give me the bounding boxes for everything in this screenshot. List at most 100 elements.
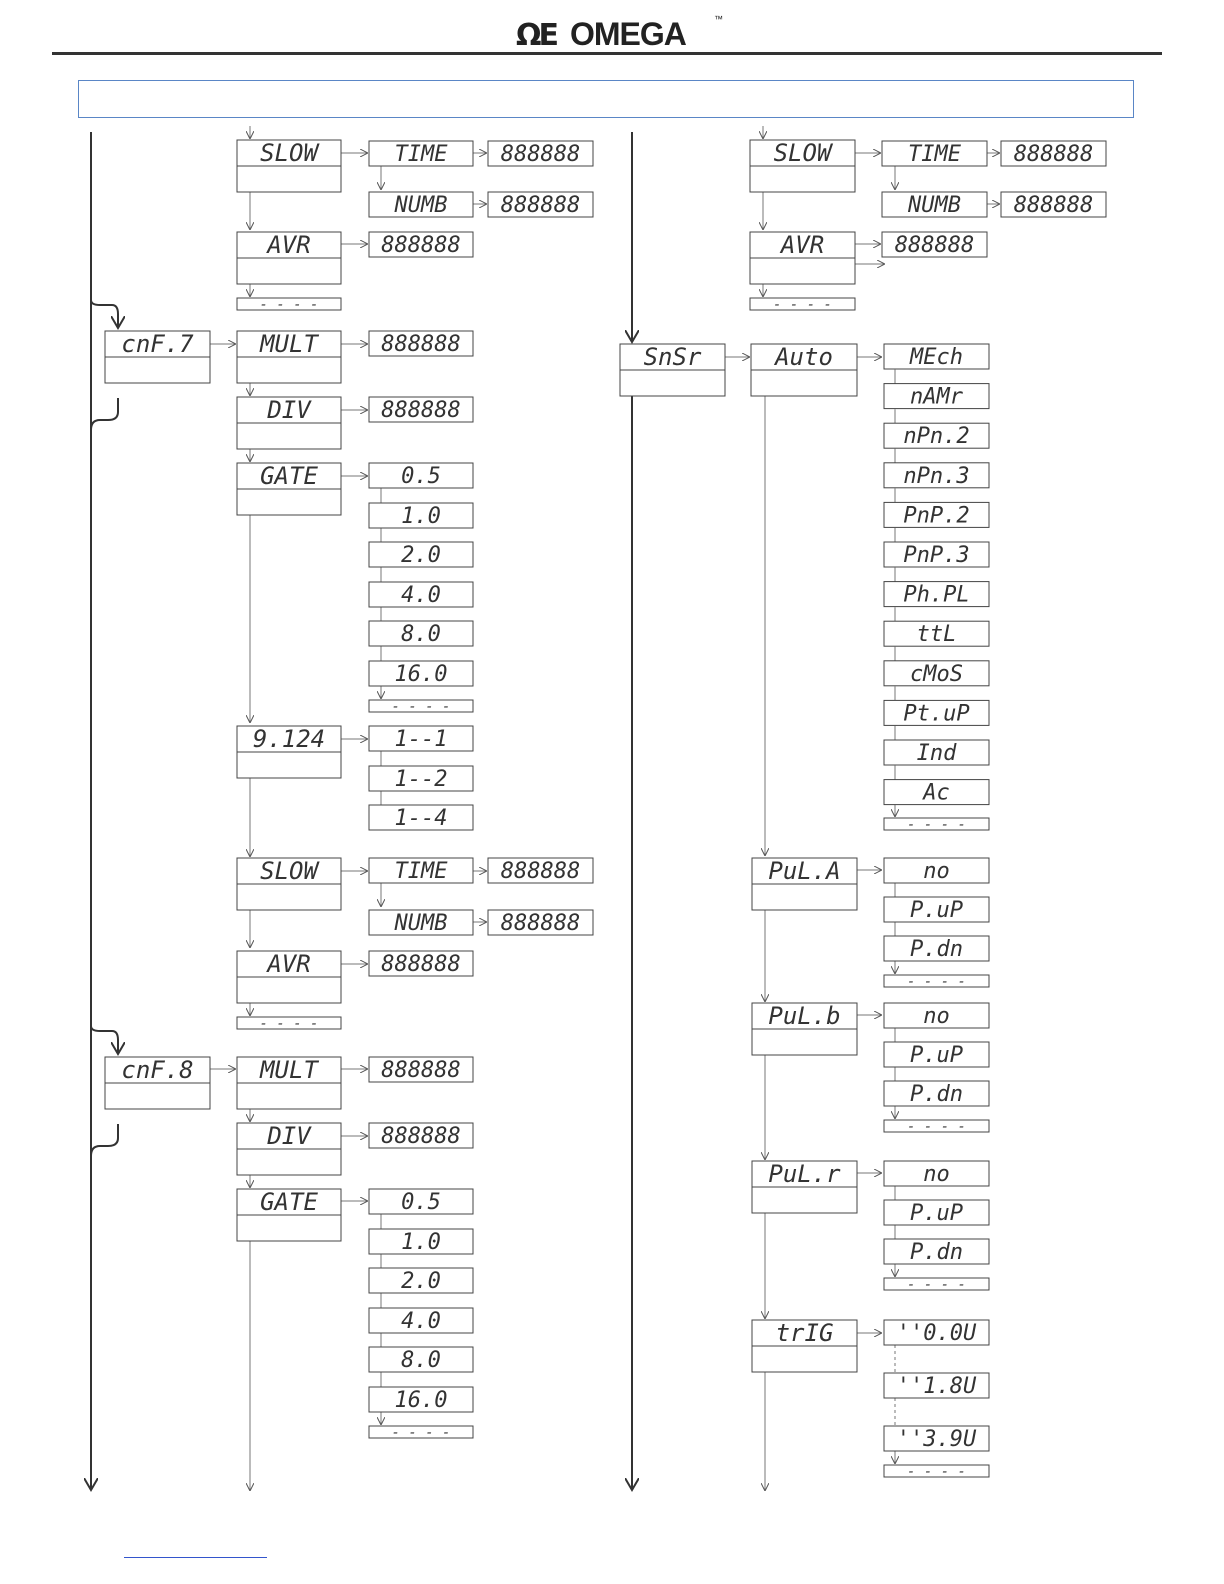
sensor-end-label: - - - -: [907, 817, 966, 833]
cnf7-gate-opt-3: [368, 581, 474, 608]
cnf7-end-label: - - - -: [259, 1016, 318, 1032]
pull-b-opt-2: [883, 1080, 990, 1107]
left-time: [368, 140, 474, 167]
pull-a-opt-0-label: no: [923, 859, 950, 884]
sensor-opt-6: [883, 581, 990, 608]
pull-r-opt-1-label: P.uP: [910, 1201, 963, 1226]
cnf7-gate-opt-2: [368, 541, 474, 568]
cnf8-div-label: DIV: [266, 1122, 312, 1150]
snsr-box-label: SnSr: [644, 343, 702, 371]
right-avr-value: [881, 231, 988, 258]
cnf7-numb-label: NUMB: [394, 911, 448, 936]
sensor-opt-1: [883, 383, 990, 410]
pull-b-opt-1: [883, 1041, 990, 1068]
cnf7-prescale-opt-0: [368, 725, 474, 752]
cnf7-div-label: DIV: [266, 396, 312, 424]
right-top-end: [749, 297, 856, 311]
footer-link-underline[interactable]: [124, 1557, 267, 1558]
sensor-opt-5-label: PnP.3: [903, 543, 969, 568]
left-numb-value-label: 888888: [501, 193, 580, 218]
right-numb-label: NUMB: [907, 193, 961, 218]
left-time-value-label: 888888: [501, 142, 580, 167]
right-time-value: [1000, 140, 1107, 167]
sensor-opt-10: [883, 739, 990, 766]
sensor-opt-2: [883, 422, 990, 449]
sensor-end: [883, 817, 990, 831]
pull-r-opt-0-label: no: [923, 1162, 950, 1187]
cnf8-gate-opt-0-label: 0.5: [401, 1190, 441, 1215]
cnf8-mult-value: [368, 1056, 474, 1083]
pull-a-opt-2-label: P.dn: [910, 937, 963, 962]
cnf7-numb: [368, 909, 474, 936]
cnf7-numb-value-label: 888888: [501, 911, 580, 936]
sensor-opt-8: [883, 660, 990, 687]
sensor-opt-10-label: Ind: [917, 741, 957, 766]
cnf8-gate-opt-1: [368, 1228, 474, 1255]
sensor-opt-0-label: MEch: [909, 345, 963, 370]
sensor-opt-8-label: cMoS: [910, 662, 963, 687]
sensor-opt-3: [883, 462, 990, 489]
omega-logo: ΩE OMEGA ™: [516, 12, 726, 53]
pull-a-opt-0: [883, 857, 990, 884]
pull-b-opt-0-label: no: [923, 1004, 950, 1029]
cnf8-mult-value-label: 888888: [381, 1058, 460, 1083]
header-rule: [52, 52, 1162, 55]
cnf7-prescale-opt-2: [368, 804, 474, 831]
trig-end: [883, 1464, 990, 1478]
sensor-opt-6-label: Ph.PL: [903, 583, 969, 608]
cnf7-gate-opt-0-label: 0.5: [401, 464, 441, 489]
right-numb: [881, 191, 988, 218]
cnf7-avr-label: AVR: [265, 950, 310, 978]
sensor-opt-7-label: ttL: [917, 622, 957, 647]
left-avr-value-label: 888888: [381, 233, 460, 258]
left-time-value: [487, 140, 594, 167]
right-numb-value-label: 888888: [1014, 193, 1093, 218]
pull-a-end: [883, 974, 990, 988]
right-time: [881, 140, 988, 167]
cnf8-gate-end-label: - - - -: [391, 1425, 450, 1441]
sensor-opt-1-label: nAMr: [910, 385, 964, 410]
cnf7-prescale-label: 9.124: [253, 725, 325, 753]
cnf7-slow-label: SLOW: [260, 857, 320, 885]
trig-end-label: - - - -: [907, 1464, 966, 1480]
cnf8-gate-opt-1-label: 1.0: [401, 1230, 441, 1255]
left-numb-value: [487, 191, 594, 218]
cnf7-mult-label: MULT: [259, 330, 319, 358]
trig-opt-0: [883, 1319, 990, 1346]
cnf8-gate-opt-2: [368, 1267, 474, 1294]
pull-r-label: PuL.r: [768, 1160, 841, 1188]
sensor-opt-4: [883, 501, 990, 528]
cnf8-box-label: cnF.8: [121, 1056, 193, 1084]
trademark-symbol: ™: [714, 14, 723, 24]
cnf8-gate-opt-3: [368, 1307, 474, 1334]
cnf7-prescale-opt-0-label: 1--1: [395, 727, 448, 752]
trig-opt-1-label: ''1.8U: [897, 1374, 977, 1399]
cnf7-gate-opt-1-label: 1.0: [401, 504, 441, 529]
trig-opt-2: [883, 1425, 990, 1452]
left-time-label: TIME: [395, 142, 449, 167]
right-top-end-label: - - - -: [773, 297, 832, 313]
pull-b-end: [883, 1119, 990, 1133]
cnf8-gate-opt-0: [368, 1188, 474, 1215]
pull-r-end-label: - - - -: [907, 1277, 966, 1293]
cnf7-gate-opt-3-label: 4.0: [401, 583, 441, 608]
pull-r-end: [883, 1277, 990, 1291]
cnf7-gate-label: GATE: [260, 462, 318, 490]
cnf7-time: [368, 857, 474, 884]
sensor-opt-9-label: Pt.uP: [903, 701, 969, 726]
sensor-opt-9: [883, 699, 990, 726]
pull-a-label: PuL.A: [768, 857, 840, 885]
cnf7-numb-value: [487, 909, 594, 936]
cnf8-gate-opt-3-label: 4.0: [401, 1309, 441, 1334]
cnf7-gate-opt-1: [368, 502, 474, 529]
cnf7-time-value-label: 888888: [501, 859, 580, 884]
cnf7-avr-value: [368, 950, 474, 977]
pull-r-opt-2: [883, 1238, 990, 1265]
sensor-opt-4-label: PnP.2: [903, 503, 969, 528]
right-time-value-label: 888888: [1014, 142, 1093, 167]
cnf8-gate-label: GATE: [260, 1188, 318, 1216]
cnf7-gate-opt-0: [368, 462, 474, 489]
left-top-end-label: - - - -: [259, 297, 318, 313]
cnf7-gate-opt-4-label: 8.0: [401, 622, 441, 647]
